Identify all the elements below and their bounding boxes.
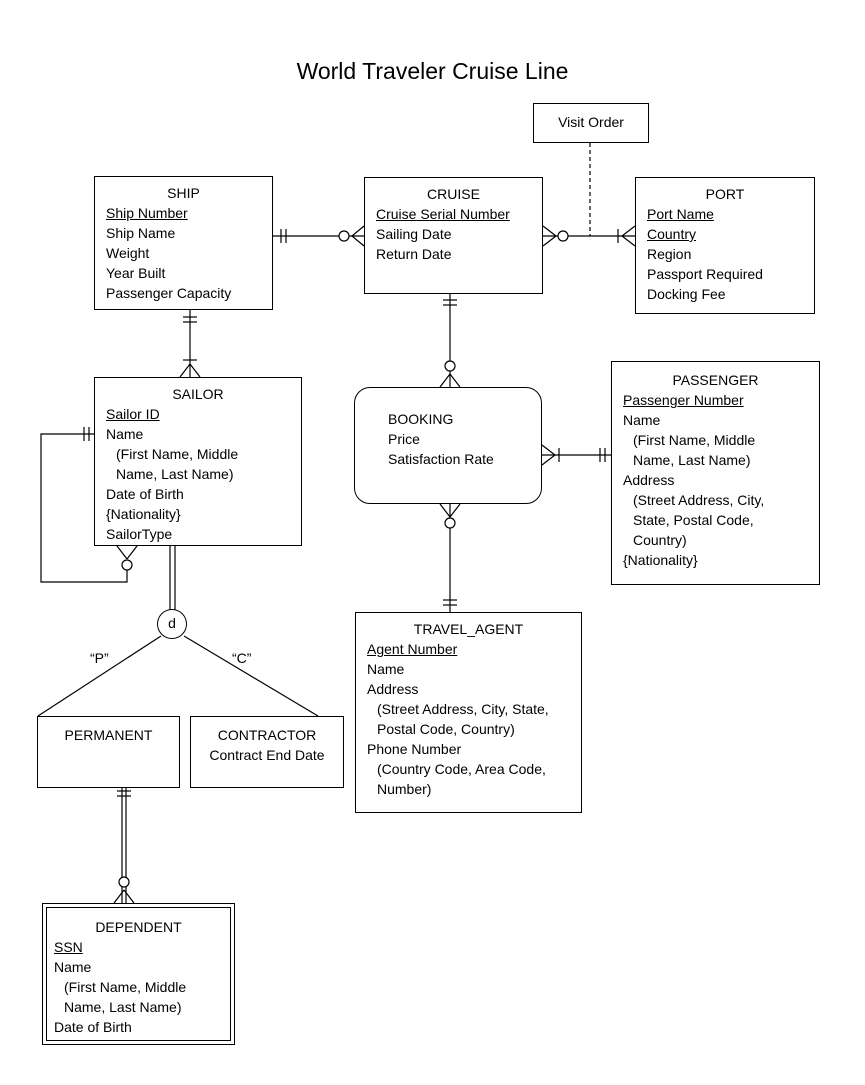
dependent-weak-entity: DEPENDENT SSN Name (First Name, Middle N… (42, 903, 235, 1045)
passenger-attr: State, Postal Code, (633, 512, 754, 528)
diagram-title: World Traveler Cruise Line (296, 58, 569, 84)
passenger-entity: PASSENGER Passenger Number Name (First N… (611, 361, 820, 585)
travel-agent-attr: (Country Code, Area Code, (377, 761, 546, 777)
contractor-attr: Contract End Date (209, 747, 325, 763)
sailor-attr: Name (106, 426, 144, 442)
link-cruise-booking (439, 294, 461, 388)
dependent-attr: Name (54, 959, 92, 975)
passenger-attr: Name, Last Name) (633, 452, 751, 468)
booking-attr: Price (388, 431, 420, 447)
subtype-label-c: “C” (232, 650, 252, 666)
contractor-name: CONTRACTOR (217, 727, 317, 743)
passenger-attr: (Street Address, City, (633, 492, 765, 508)
sailor-attr: Name, Last Name) (116, 466, 234, 482)
link-cruise-port (542, 225, 636, 247)
travel-agent-attr: Address (367, 681, 419, 697)
port-attr: Country (647, 226, 697, 242)
link-booking-travel-agent (439, 503, 461, 612)
ship-attr: Weight (106, 245, 150, 261)
travel-agent-attr: Agent Number (367, 641, 458, 657)
passenger-attr: Country) (633, 532, 687, 548)
booking-associative-entity: BOOKING Price Satisfaction Rate (354, 387, 542, 504)
dependent-attr: Date of Birth (54, 1019, 132, 1035)
travel-agent-attr: Number) (377, 781, 432, 797)
visit-order-attribute-box: Visit Order (533, 103, 649, 143)
travel-agent-name: TRAVEL_AGENT (413, 621, 524, 637)
ship-name: SHIP (167, 185, 200, 201)
cruise-entity: CRUISE Cruise Serial Number Sailing Date… (364, 177, 543, 294)
sailor-attr: SailorType (106, 526, 173, 542)
link-subtype-permanent (37, 635, 162, 717)
ship-attr: Ship Number (106, 205, 188, 221)
cruise-attr: Cruise Serial Number (376, 206, 510, 222)
sailor-name: SAILOR (172, 386, 224, 402)
dependent-attr: (First Name, Middle (64, 979, 187, 995)
passenger-attr: Address (623, 472, 675, 488)
travel-agent-attr: Postal Code, Country) (377, 721, 515, 737)
link-sailor-subtype (169, 546, 176, 610)
dependent-attr: SSN (54, 939, 83, 955)
booking-name: BOOKING (388, 411, 454, 427)
ship-entity: SHIP Ship Number Ship Name Weight Year B… (94, 176, 273, 310)
permanent-name: PERMANENT (64, 727, 153, 743)
link-sailor-recursive (40, 427, 138, 583)
ship-attr: Passenger Capacity (106, 285, 232, 301)
port-attr: Port Name (647, 206, 714, 222)
dependent-inner-border (46, 907, 231, 1041)
travel-agent-entity: TRAVEL_AGENT Agent Number Name Address (… (355, 612, 582, 813)
passenger-attr: (First Name, Middle (633, 432, 756, 448)
sailor-attr: Sailor ID (106, 406, 160, 422)
link-permanent-dependent (113, 788, 135, 904)
link-booking-passenger (541, 444, 611, 466)
sailor-entity: SAILOR Sailor ID Name (First Name, Middl… (94, 377, 302, 546)
cruise-name: CRUISE (427, 186, 480, 202)
visit-order-name: Visit Order (558, 114, 624, 130)
ship-attr: Ship Name (106, 225, 176, 241)
travel-agent-attr: Phone Number (367, 741, 462, 757)
link-subtype-contractor (183, 635, 319, 717)
port-attr: Docking Fee (647, 286, 726, 302)
passenger-attr: {Nationality} (623, 552, 698, 568)
link-ship-sailor (179, 310, 201, 378)
permanent-entity: PERMANENT (37, 716, 180, 788)
contractor-entity: CONTRACTOR Contract End Date (190, 716, 344, 788)
travel-agent-attr: Name (367, 661, 405, 677)
sailor-attr: Date of Birth (106, 486, 184, 502)
cruise-attr: Sailing Date (376, 226, 452, 242)
passenger-name: PASSENGER (672, 372, 759, 388)
disjoint-subtype-circle: d (157, 609, 187, 639)
sailor-attr: {Nationality} (106, 506, 181, 522)
dependent-attr: Name, Last Name) (64, 999, 182, 1015)
passenger-attr: Passenger Number (623, 392, 744, 408)
port-attr: Passport Required (647, 266, 763, 282)
ship-attr: Year Built (106, 265, 166, 281)
sailor-attr: (First Name, Middle (116, 446, 239, 462)
port-name: PORT (705, 186, 745, 202)
passenger-attr: Name (623, 412, 661, 428)
link-ship-cruise (273, 225, 365, 247)
subtype-label-p: “P” (90, 650, 109, 666)
port-attr: Region (647, 246, 692, 262)
cruise-attr: Return Date (376, 246, 452, 262)
travel-agent-attr: (Street Address, City, State, (377, 701, 549, 717)
port-entity: PORT Port Name Country Region Passport R… (635, 177, 815, 314)
dependent-name: DEPENDENT (95, 919, 182, 935)
booking-attr: Satisfaction Rate (388, 451, 494, 467)
